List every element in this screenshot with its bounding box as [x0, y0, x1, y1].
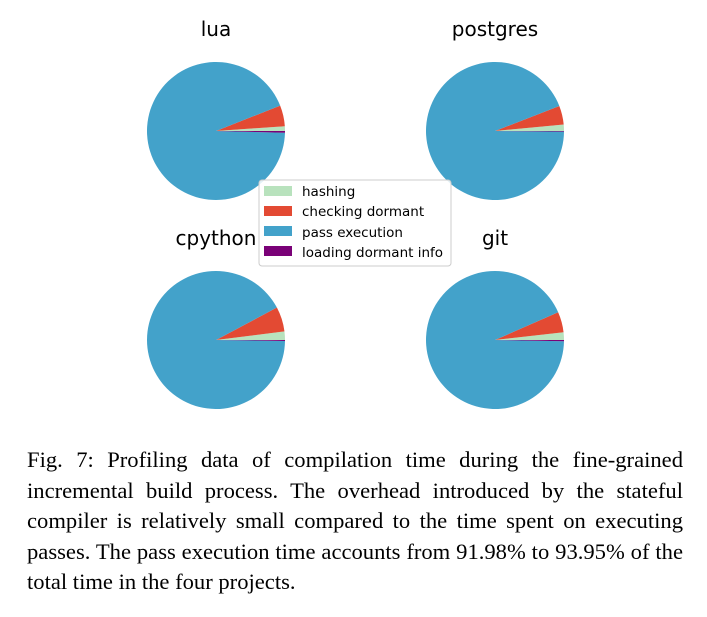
legend-label-loading-dormant-info: loading dormant info: [302, 245, 443, 261]
legend-frame: [258, 179, 452, 267]
pie-slice-cpython-checking-dormant: [216, 307, 285, 340]
pie-slices-cpython: [146, 271, 285, 410]
legend-swatch-hashing: [264, 186, 292, 196]
pie-slice-postgres-checking-dormant: [495, 106, 564, 131]
pie-slice-cpython-loading-dormant-info: [216, 340, 285, 341]
pie-git: git: [426, 226, 564, 410]
pie-title-cpython: cpython: [176, 226, 257, 250]
pie-title-postgres: postgres: [452, 17, 538, 41]
pie-slices-git: [426, 271, 564, 410]
pie-title-lua: lua: [201, 17, 232, 41]
pie-slice-git-loading-dormant-info: [495, 340, 564, 342]
pie-slice-git-checking-dormant: [495, 312, 564, 340]
pie-slice-lua-pass-execution: [147, 61, 285, 200]
pie-slice-postgres-pass-execution: [426, 61, 564, 200]
pie-slice-cpython-hashing: [216, 331, 285, 340]
pie-slices-lua: [147, 61, 285, 200]
pie-slice-postgres-hashing: [495, 124, 564, 131]
pie-slice-lua-hashing: [216, 126, 285, 131]
pie-chart-grid: lua postgres cpython git hashing checkin…: [146, 17, 564, 410]
pie-title-git: git: [482, 226, 508, 250]
legend-swatch-loading-dormant-info: [264, 246, 292, 256]
pie-slice-git-hashing: [495, 332, 564, 340]
pie-slice-postgres-loading-dormant-info: [495, 131, 564, 132]
legend-swatch-checking-dormant: [264, 206, 292, 216]
legend-label-checking-dormant: checking dormant: [302, 204, 424, 220]
legend-swatch-pass-execution: [264, 226, 292, 236]
pie-lua: lua: [147, 17, 285, 200]
legend: hashing checking dormant pass execution …: [258, 179, 452, 267]
pie-slice-lua-loading-dormant-info: [216, 131, 285, 133]
pie-postgres: postgres: [426, 17, 564, 200]
pie-slice-lua-checking-dormant: [216, 105, 285, 131]
pie-cpython: cpython: [146, 226, 285, 410]
pie-slice-cpython-pass-execution: [146, 271, 285, 410]
figure-caption: Fig. 7: Profiling data of compilation ti…: [27, 447, 683, 594]
pie-slice-git-pass-execution: [426, 271, 564, 410]
pie-slices-postgres: [426, 61, 564, 200]
legend-label-hashing: hashing: [302, 184, 355, 200]
legend-label-pass-execution: pass execution: [302, 225, 403, 241]
